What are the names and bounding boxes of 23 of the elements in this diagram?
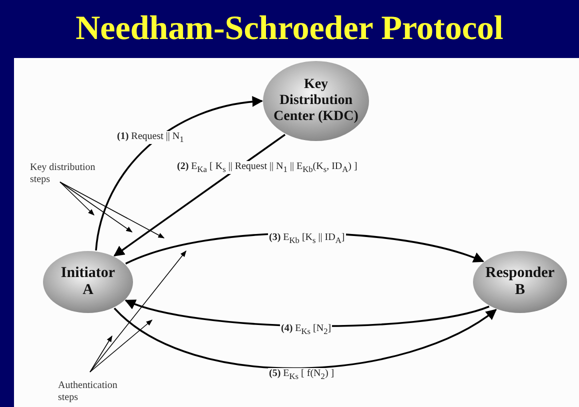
edge-label: (1) Request || N$_{1}$: [116, 131, 185, 144]
arrow: [114, 134, 286, 257]
edge-label: (5) E$_{Ks}$ [ f(N$_{2}$) ]: [268, 368, 336, 381]
edge-label: (2) E$_{Ka}$ [ K$_{s}$ || Request || N$_{1}$ || E$_{Kb}$(K$_{s}$, ID$_{A}$) ]: [176, 161, 358, 174]
node-label: Responder B: [484, 265, 556, 299]
annotation-text: Authentication steps: [58, 380, 138, 403]
leader-line: [60, 182, 133, 232]
entity-ellipse: [262, 60, 370, 142]
leader-line: [90, 250, 186, 372]
leader-line: [60, 182, 94, 216]
edge-label: (3) E$_{Kb}$ [K$_{s}$ || ID$_{A}$]: [268, 232, 346, 245]
leader-line: [90, 320, 152, 372]
node-label: Key Distribution Center (KDC): [272, 77, 360, 125]
arrow: [114, 308, 497, 370]
arrow: [95, 96, 264, 251]
leader-line: [60, 182, 165, 238]
entity-ellipse: [42, 250, 134, 314]
edge-label: (4) E$_{Ks}$ [N$_{2}$]: [280, 323, 332, 336]
leader-line: [90, 335, 112, 372]
title: Needham-Schroeder Protocol: [76, 10, 504, 48]
node-label: Initiator A: [60, 265, 116, 299]
annotation-text: Key distribution steps: [30, 162, 110, 185]
entity-ellipse: [472, 250, 568, 314]
